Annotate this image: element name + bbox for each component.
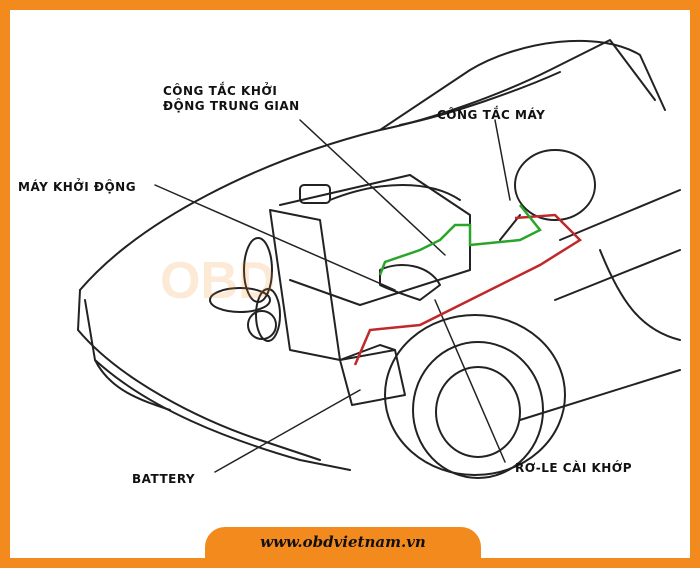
front-bumper [84, 299, 351, 471]
steering-column [499, 214, 521, 241]
windshield-inner [399, 71, 561, 126]
fan-pulley [247, 310, 277, 340]
label-starter-motor: MÁY KHỞI ĐỘNG [18, 180, 137, 194]
positive-wire [353, 213, 582, 366]
diagram-frame [10, 10, 690, 558]
leader-intermediate [299, 119, 446, 256]
starter-body [379, 264, 441, 301]
car-hood-outline [79, 39, 666, 291]
leader-ignition [494, 119, 511, 201]
battery-top [339, 344, 396, 361]
watermark: OBD [160, 252, 276, 310]
battery-box [339, 349, 406, 406]
door-line [599, 249, 681, 341]
leader-relay [434, 299, 506, 463]
label-ignition-switch: CÔNG TẮC MÁY [437, 108, 546, 122]
fender-line [77, 289, 321, 461]
front-wheel-hub [435, 366, 521, 458]
fan-blade-3 [255, 288, 281, 342]
side-body-2 [554, 249, 681, 301]
signal-wire [378, 204, 542, 276]
website-url: www.obdvietnam.vn [260, 533, 426, 551]
oil-cap [299, 184, 331, 204]
engine-cover [329, 184, 461, 201]
label-intermediate-switch: CÔNG TẮC KHỞI ĐỘNG TRUNG GIAN [163, 84, 300, 113]
bumper-lower [94, 359, 171, 411]
label-battery: BATTERY [132, 472, 196, 486]
front-wheel [412, 341, 544, 479]
leader-battery [214, 389, 361, 473]
side-body [559, 189, 681, 241]
footer-tab [205, 527, 481, 568]
fan-blade-2 [209, 287, 271, 313]
label-relay: RƠ-LE CÀI KHỚP [515, 461, 633, 475]
rocker [519, 369, 681, 421]
steering-wheel [514, 149, 596, 221]
leader-starter [154, 184, 396, 291]
front-wheel-arch [384, 314, 566, 476]
